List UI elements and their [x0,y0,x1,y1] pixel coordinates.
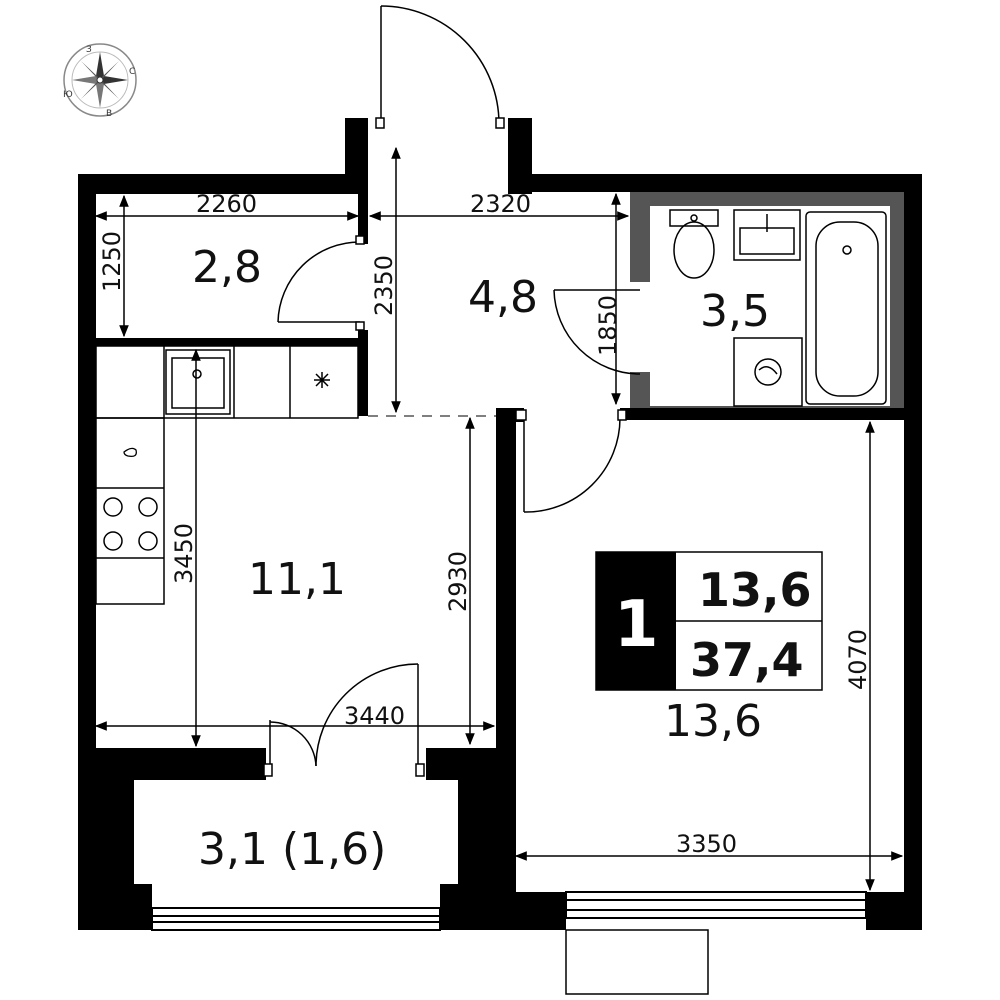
kitchen-sink-icon [165,349,231,415]
bathtub-icon [805,211,887,405]
room-area-bathroom: 3,5 [700,286,770,337]
stove-icon [103,497,158,551]
room-area-hall: 4,8 [468,272,538,323]
compass-north-label: С [129,67,135,77]
dim-hall-width: 2320 [470,190,531,218]
summary-badge [595,551,823,691]
summary-rooms-count: 1 [614,588,659,662]
dim-kitchen-depth: 3450 [170,523,198,584]
dimension-lines [94,146,904,892]
room-area-balcony: 3,1 (1,6) [198,824,386,875]
sink-icon [733,209,801,261]
room-area-kitchen-living: 11,1 [248,554,346,605]
dim-bath-door: 1850 [594,295,622,356]
exterior-walls [78,118,922,930]
dim-storage-depth: 1250 [98,231,126,292]
fridge-icon [314,372,330,388]
windows [151,891,867,995]
dim-kitchen-width: 3440 [344,702,405,730]
washing-machine-icon [733,337,803,407]
doors [263,5,641,777]
room-area-storage: 2,8 [192,242,262,293]
room-area-bedroom: 13,6 [664,696,762,747]
compass-west-label: З [86,45,92,55]
compass-south-label: Ю [63,90,73,100]
dim-hall-depth: 2350 [370,255,398,316]
compass-east-label: В [106,109,112,119]
kitchen-counters [95,345,359,605]
compass-rose-icon [63,43,137,117]
summary-living-area: 13,6 [698,563,812,617]
dim-storage-width: 2260 [196,190,257,218]
toilet-icon [669,209,719,279]
dim-bedroom-width: 3350 [676,830,737,858]
dim-living-depth: 2930 [444,551,472,612]
dim-bedroom-depth: 4070 [844,629,872,690]
bathroom-walls [630,192,908,418]
water-drop-icon [123,447,137,458]
summary-total-area: 37,4 [690,633,804,687]
